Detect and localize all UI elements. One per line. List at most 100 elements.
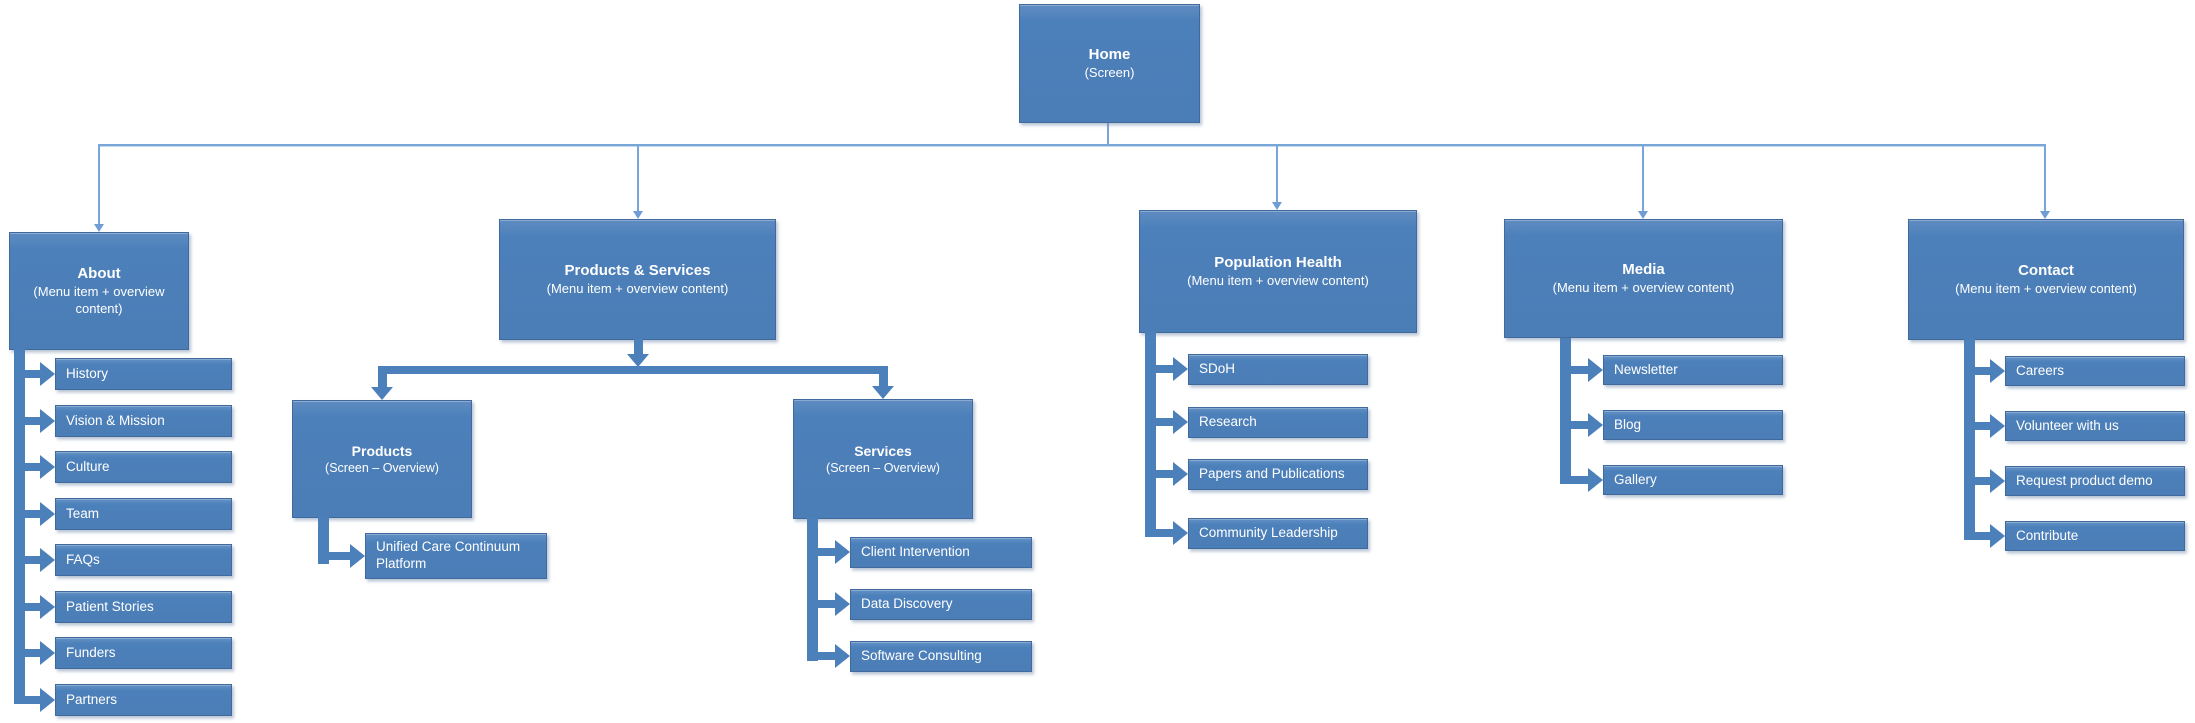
item-culture[interactable]: Culture [55, 451, 232, 483]
arrow-right-icon [1588, 468, 1603, 492]
node-products[interactable]: Products (Screen – Overview) [292, 400, 472, 518]
arrow-right-icon [40, 362, 55, 386]
arrow-down-icon [1272, 202, 1282, 210]
item-patient-stories[interactable]: Patient Stories [55, 591, 232, 623]
arrow-right-icon [1173, 410, 1188, 434]
arrow-down-icon [633, 211, 643, 219]
node-products-services[interactable]: Products & Services (Menu item + overvie… [499, 219, 776, 340]
splitter-right-stem [879, 372, 888, 386]
item-label: Newsletter [1614, 361, 1678, 377]
elbow-bar [1153, 529, 1173, 537]
elbow-bar [1972, 422, 1990, 430]
elbow-bar [815, 600, 835, 608]
elbow-bar [815, 652, 835, 660]
elbow-bar [1568, 366, 1588, 374]
arrow-down-icon [94, 224, 104, 232]
node-title: Services [854, 442, 912, 459]
arrow-right-icon [835, 592, 850, 616]
elbow-bar [1972, 532, 1990, 540]
item-blog[interactable]: Blog [1603, 410, 1783, 440]
item-label: Client Intervention [861, 544, 970, 560]
spine-products [318, 517, 329, 564]
arrow-right-icon [1173, 462, 1188, 486]
item-label: Blog [1614, 416, 1642, 432]
arrow-right-icon [350, 544, 365, 568]
node-title: Products [351, 442, 413, 459]
arrow-right-icon [40, 595, 55, 619]
node-title: Media [1622, 261, 1665, 279]
node-contact[interactable]: Contact (Menu item + overview content) [1908, 219, 2184, 340]
arrow-down-icon [1638, 211, 1648, 219]
item-contribute[interactable]: Contribute [2005, 521, 2185, 551]
arrow-right-icon [835, 644, 850, 668]
item-volunteer-with-us[interactable]: Volunteer with us [2005, 411, 2185, 441]
item-software-consulting[interactable]: Software Consulting [850, 641, 1032, 672]
item-faqs[interactable]: FAQs [55, 544, 232, 576]
item-funders[interactable]: Funders [55, 637, 232, 669]
elbow-bar [22, 510, 40, 518]
node-home[interactable]: Home (Screen) [1019, 4, 1200, 123]
node-subtitle: (Screen – Overview) [325, 460, 439, 475]
item-history[interactable]: History [55, 358, 232, 390]
elbow-bar [1568, 476, 1588, 484]
item-data-discovery[interactable]: Data Discovery [850, 589, 1032, 620]
spine-about [14, 349, 25, 704]
arrow-right-icon [40, 548, 55, 572]
arrow-down-icon [627, 354, 649, 367]
item-partners[interactable]: Partners [55, 684, 232, 716]
node-population-health[interactable]: Population Health (Menu item + overview … [1139, 210, 1417, 333]
arrow-right-icon [40, 455, 55, 479]
connector-drop-products-services [637, 146, 639, 211]
connector-home-stem [1107, 122, 1109, 144]
item-label: Team [66, 505, 100, 521]
item-label: Unified Care Continuum Platform [376, 539, 521, 571]
elbow-bar [22, 370, 40, 378]
item-papers-and-publications[interactable]: Papers and Publications [1188, 459, 1368, 490]
node-media[interactable]: Media (Menu item + overview content) [1504, 219, 1783, 338]
item-unified-care-continuum-platform[interactable]: Unified Care Continuum Platform [365, 533, 547, 579]
node-title: Products & Services [564, 262, 711, 280]
arrow-right-icon [1588, 358, 1603, 382]
arrow-right-icon [1990, 414, 2005, 438]
item-community-leadership[interactable]: Community Leadership [1188, 518, 1368, 549]
item-label: History [66, 365, 109, 381]
item-team[interactable]: Team [55, 498, 232, 530]
elbow-bar [1153, 365, 1173, 373]
arrow-down-icon [2040, 211, 2050, 219]
item-label: Papers and Publications [1199, 466, 1345, 482]
node-subtitle: (Screen – Overview) [826, 460, 940, 475]
node-subtitle: (Menu item + overview content) [1187, 272, 1369, 288]
arrow-right-icon [40, 688, 55, 712]
item-label: Request product demo [2016, 472, 2153, 488]
item-request-product-demo[interactable]: Request product demo [2005, 466, 2185, 496]
node-about[interactable]: About (Menu item + overview content) [9, 232, 189, 350]
item-careers[interactable]: Careers [2005, 356, 2185, 386]
item-label: Funders [66, 644, 116, 660]
item-label: Contribute [2016, 527, 2079, 543]
node-subtitle: (Menu item + overview content) [33, 283, 165, 316]
elbow-bar [1153, 470, 1173, 478]
node-subtitle: (Menu item + overview content) [546, 280, 729, 296]
node-services[interactable]: Services (Screen – Overview) [793, 399, 973, 519]
item-label: Research [1199, 414, 1257, 430]
item-client-intervention[interactable]: Client Intervention [850, 537, 1032, 568]
splitter-bar [378, 366, 888, 374]
connector-drop-contact [2044, 146, 2046, 211]
arrow-down-icon [872, 386, 894, 399]
item-vision-mission[interactable]: Vision & Mission [55, 405, 232, 437]
item-label: Data Discovery [861, 596, 953, 612]
arrow-right-icon [1588, 413, 1603, 437]
item-research[interactable]: Research [1188, 407, 1368, 438]
splitter-left-stem [378, 372, 387, 387]
item-newsletter[interactable]: Newsletter [1603, 355, 1783, 385]
elbow-bar [1153, 418, 1173, 426]
elbow-bar [815, 548, 835, 556]
arrow-right-icon [40, 641, 55, 665]
elbow-bar [1972, 477, 1990, 485]
elbow-bar [22, 696, 40, 704]
item-sdoh[interactable]: SDoH [1188, 354, 1368, 385]
item-gallery[interactable]: Gallery [1603, 465, 1783, 495]
item-label: Culture [66, 458, 110, 474]
connector-drop-population-health [1276, 146, 1278, 202]
